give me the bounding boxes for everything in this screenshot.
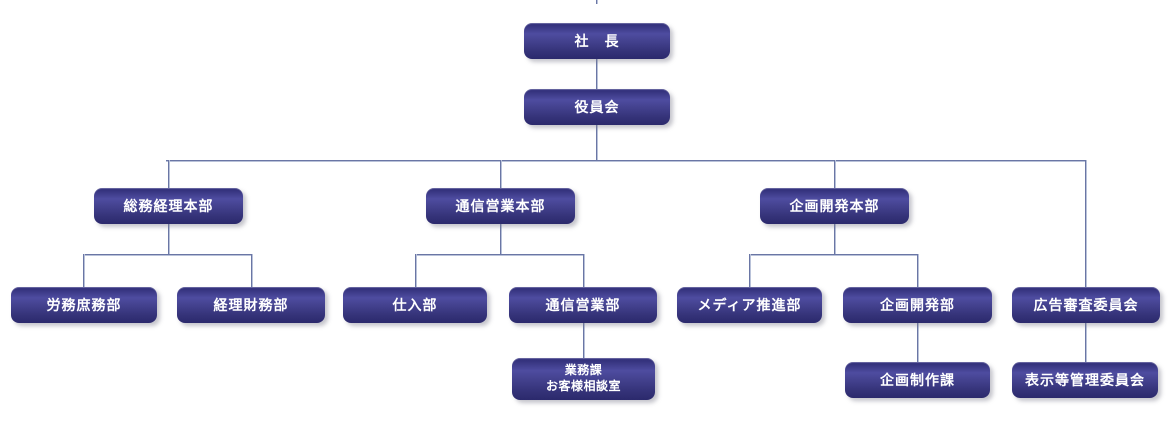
connector-main-to-ad-review-committee [1085,160,1086,287]
node-operations-section-line2: お客様相談室 [545,379,621,393]
node-operations-section-line1: 業務課 [564,363,603,378]
node-communications-sales-dept-label: 通信営業部 [545,297,621,313]
connector-main-to-planning-development-hq [834,160,835,188]
connector-top-crop-stub [596,0,597,4]
node-planning-production-section: 企画制作課 [845,362,990,398]
node-ad-review-committee-label: 広告審査委員会 [1033,297,1139,313]
node-labor-general-affairs-dept: 労務庶務部 [11,287,157,323]
node-planning-development-hq-label: 企画開発本部 [789,198,880,214]
node-planning-production-section-label: 企画制作課 [880,372,955,388]
node-labeling-management-committee: 表示等管理委員会 [1012,362,1158,398]
node-board-label: 役員会 [574,99,620,115]
node-board-of-directors: 役員会 [524,89,670,125]
node-communications-sales-hq-label: 通信営業本部 [455,198,546,214]
connector-planning-development-hq-down [834,224,835,254]
connector-general-affairs-hq-down [168,224,169,254]
connector-main-horizontal [166,160,1086,161]
node-communications-sales-hq: 通信営業本部 [426,188,575,224]
connector-to-accounting-finance-dept [251,254,252,287]
connector-president-board [596,59,597,89]
connector-to-labeling-management-committee [1085,323,1086,362]
node-labeling-management-committee-label: 表示等管理委員会 [1025,372,1145,388]
node-president: 社 長 [524,23,670,59]
connector-main-to-general-affairs-hq [168,160,169,188]
node-media-promotion-dept: メディア推進部 [677,287,822,323]
node-operations-section-customer-service: 業務課 お客様相談室 [512,358,655,400]
connector-main-to-communications-sales-hq [500,160,501,188]
connector-to-operations-section [583,323,584,358]
connector-planning-development-group-horizontal [749,254,918,255]
connector-to-communications-sales-dept [583,254,584,287]
node-accounting-finance-dept-label: 経理財務部 [213,297,289,313]
node-communications-sales-dept: 通信営業部 [509,287,657,323]
node-planning-development-dept-label: 企画開発部 [880,297,955,313]
node-purchasing-dept: 仕入部 [343,287,487,323]
node-president-label: 社 長 [574,33,620,49]
connector-board-mainline [596,125,597,160]
connector-general-affairs-group-horizontal [83,254,252,255]
node-media-promotion-dept-label: メディア推進部 [697,297,802,313]
connector-to-planning-development-dept [917,254,918,287]
node-planning-development-hq: 企画開発本部 [760,188,909,224]
connector-to-labor-general-affairs-dept [83,254,84,287]
node-general-affairs-accounting-hq-label: 総務経理本部 [123,198,214,214]
connector-communications-sales-hq-down [500,224,501,254]
connector-to-purchasing-dept [415,254,416,287]
node-ad-review-committee: 広告審査委員会 [1012,287,1160,323]
connector-communications-sales-group-horizontal [415,254,584,255]
node-planning-development-dept: 企画開発部 [843,287,992,323]
connector-to-media-promotion-dept [749,254,750,287]
node-accounting-finance-dept: 経理財務部 [177,287,325,323]
node-labor-general-affairs-dept-label: 労務庶務部 [46,297,122,313]
node-purchasing-dept-label: 仕入部 [392,297,438,313]
node-general-affairs-accounting-hq: 総務経理本部 [94,188,243,224]
connector-to-planning-production-section [917,323,918,362]
